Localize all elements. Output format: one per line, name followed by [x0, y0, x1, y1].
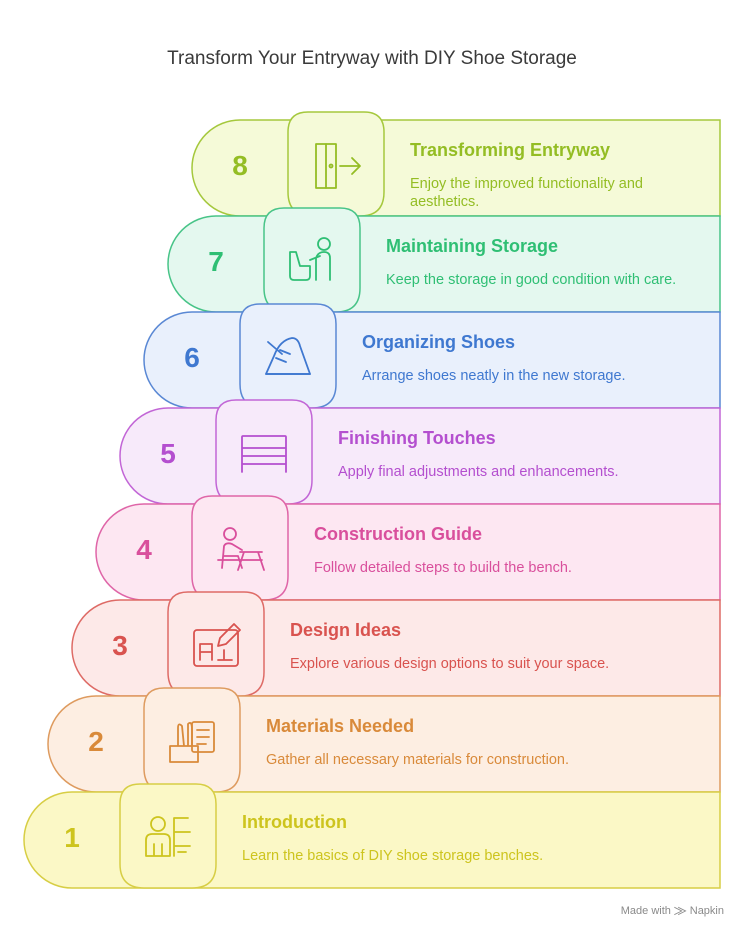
design-blueprint-icon	[193, 623, 241, 667]
step-description: Keep the storage in good condition with …	[386, 272, 677, 288]
step-number-6: 6	[184, 342, 200, 373]
step-description: Explore various design options to suit y…	[290, 656, 610, 672]
footer: Made with⨠Napkin	[621, 905, 724, 918]
person-at-workbench-icon	[217, 527, 265, 571]
person-with-shelf-icon	[145, 816, 191, 857]
step-title: Finishing Touches	[338, 428, 496, 448]
step-number-5: 5	[160, 438, 176, 469]
step-number-4: 4	[136, 534, 152, 565]
step-1	[23, 783, 721, 889]
step-title: Construction Guide	[314, 524, 482, 544]
shoe-icon	[265, 337, 311, 375]
step-number-7: 7	[208, 246, 224, 277]
step-8	[191, 111, 721, 217]
door-exit-icon	[315, 143, 361, 189]
step-4	[95, 495, 721, 601]
step-2	[47, 687, 721, 793]
bench-icon	[241, 435, 287, 473]
step-number-3: 3	[112, 630, 128, 661]
step-description: Learn the basics of DIY shoe storage ben…	[242, 848, 544, 864]
step-description: Follow detailed steps to build the bench…	[314, 560, 572, 576]
step-title: Organizing Shoes	[362, 332, 516, 352]
step-title: Introduction	[242, 812, 347, 832]
step-description: Arrange shoes neatly in the new storage.	[362, 368, 626, 384]
step-number-1: 1	[64, 822, 80, 853]
step-description: Enjoy the improved functionality and aes…	[410, 176, 643, 211]
made-with-label: Made with	[620, 905, 671, 917]
step-description: Apply final adjustments and enhancements…	[338, 464, 619, 480]
step-title: Maintaining Storage	[386, 236, 559, 256]
step-5	[119, 399, 721, 505]
step-title: Transforming Entryway	[410, 140, 611, 160]
person-cleaning-icon	[289, 237, 331, 281]
materials-list-icon	[169, 721, 215, 763]
step-6	[143, 303, 721, 409]
step-number-8: 8	[232, 150, 248, 181]
step-title: Design Ideas	[290, 620, 402, 640]
step-title: Materials Needed	[266, 716, 415, 736]
page-title: Transform Your Entryway with DIY Shoe St…	[167, 48, 577, 69]
step-number-2: 2	[88, 726, 104, 757]
napkin-logo-icon: ⨠	[673, 905, 687, 917]
napkin-brand: Napkin	[689, 905, 724, 917]
step-description: Gather all necessary materials for const…	[266, 752, 570, 768]
